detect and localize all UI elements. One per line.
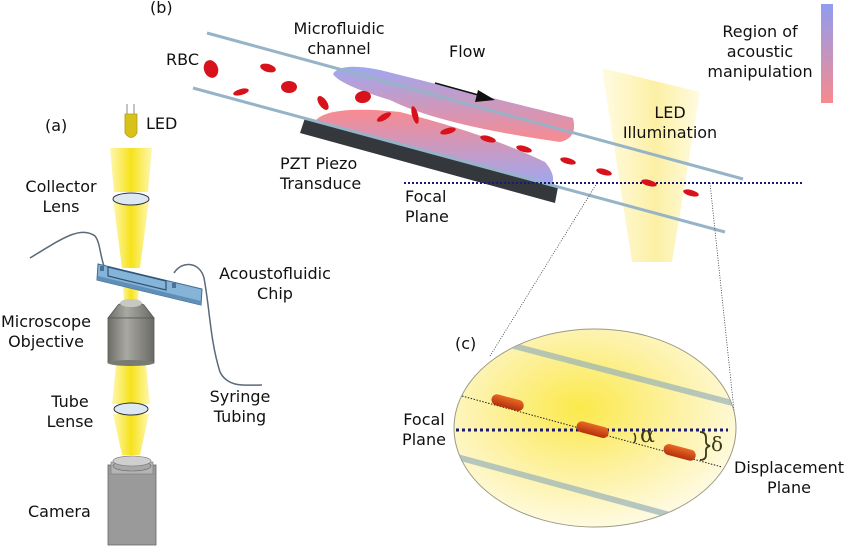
rbc-cell xyxy=(516,145,532,153)
rbc-cell xyxy=(641,179,657,187)
label-tube-lense: Tube Lense xyxy=(40,392,100,432)
label-focal-plane-c-line1: Focal xyxy=(403,410,445,429)
label-syringe-tubing-line1: Syringe xyxy=(209,387,271,406)
label-led-illumination-line1: LED xyxy=(654,103,686,122)
label-led-illumination: LED Illumination xyxy=(615,103,725,143)
label-syringe-tubing-line2: Tubing xyxy=(213,407,267,426)
label-focal-plane-b-line1: Focal xyxy=(405,187,447,206)
label-syringe-tubing: Syringe Tubing xyxy=(200,387,280,427)
collector-lens xyxy=(112,192,150,206)
label-focal-plane-c: Focal Plane xyxy=(396,410,452,450)
rbc-cell xyxy=(440,127,456,135)
acoustofluidic-chip xyxy=(96,263,203,306)
label-microfluidic-channel: Microfluidic channel xyxy=(284,19,394,59)
label-led-illumination-line2: Illumination xyxy=(622,123,718,142)
label-focal-plane-b: Focal Plane xyxy=(405,187,449,227)
pzt-transducer xyxy=(300,118,558,203)
beam-led-collector xyxy=(110,148,152,192)
panel-a xyxy=(29,104,263,546)
rbc-cell xyxy=(355,90,371,104)
label-displacement-plane-line2: Plane xyxy=(767,478,811,497)
label-acoustofluidic-chip: Acoustofluidic Chip xyxy=(210,264,340,304)
label-microfluidic-channel-line1: Microfluidic xyxy=(293,19,385,38)
rbc-cell xyxy=(260,63,276,73)
led-icon xyxy=(124,104,138,138)
channel-wall-top xyxy=(206,31,744,181)
rbc-cell xyxy=(560,157,576,165)
rbc-cell-side xyxy=(663,444,696,461)
tube-lens xyxy=(113,402,149,416)
alpha-arc xyxy=(633,432,637,444)
flow-arrow-icon xyxy=(434,82,495,102)
label-flow: Flow xyxy=(449,42,486,61)
label-alpha: α xyxy=(640,423,655,448)
panel-b xyxy=(192,4,833,421)
syringe-tubing xyxy=(173,263,263,386)
label-delta: δ xyxy=(711,432,724,456)
camera-icon xyxy=(107,455,157,546)
label-tube-lense-line2: Lense xyxy=(46,412,94,431)
channel-wall-bottom xyxy=(192,86,726,234)
label-pzt-line1: PZT Piezo xyxy=(280,154,358,173)
rbc-cell-side xyxy=(491,394,524,411)
label-focal-plane-c-line2: Plane xyxy=(402,430,446,449)
rbc-cell xyxy=(203,60,219,78)
delta-brace xyxy=(699,431,711,461)
label-microscope-objective: Microscope Objective xyxy=(0,312,94,352)
beam-tube-camera xyxy=(113,414,149,455)
legend-gradient-bar xyxy=(821,4,833,103)
rbc-cell xyxy=(233,88,249,96)
label-displacement-plane: Displacement Plane xyxy=(728,458,850,498)
legend-title-line1: Region of xyxy=(722,22,798,41)
tubing-left xyxy=(29,231,105,267)
legend-title-line2: acoustic xyxy=(726,42,794,61)
beam-objective-tube xyxy=(112,365,150,404)
label-acoustofluidic-chip-line1: Acoustofluidic xyxy=(219,264,331,283)
rbc-cell xyxy=(683,189,699,197)
rbc-cell xyxy=(596,168,612,176)
label-collector-lens: Collector Lens xyxy=(20,177,102,217)
panel-tag-b: (b) xyxy=(150,0,173,17)
panel-tag-a: (a) xyxy=(45,116,68,135)
beam-collector-chip xyxy=(113,200,149,268)
legend-title-line3: manipulation xyxy=(707,62,813,81)
rbc-cell-side xyxy=(576,421,609,438)
label-acoustofluidic-chip-line2: Chip xyxy=(257,284,293,303)
zoom-channel-wall-top xyxy=(509,342,736,408)
rbc-cell xyxy=(317,96,329,110)
led-illumination-cone xyxy=(602,68,700,262)
label-microscope-objective-line1: Microscope xyxy=(1,312,91,331)
label-microfluidic-channel-line2: channel xyxy=(307,39,371,58)
rbc-cell xyxy=(281,81,297,93)
label-pzt-line2: Transduce xyxy=(280,174,362,193)
acoustic-region-lower xyxy=(316,109,554,184)
label-collector-lens-line1: Collector xyxy=(25,177,97,196)
label-tube-lense-line1: Tube xyxy=(51,392,89,411)
rbc-cell xyxy=(411,106,419,124)
label-microscope-objective-line2: Objective xyxy=(8,332,84,351)
label-displacement-plane-line1: Displacement xyxy=(734,458,844,477)
label-focal-plane-b-line2: Plane xyxy=(405,207,449,226)
panel-tag-c: (c) xyxy=(455,334,477,353)
label-collector-lens-line2: Lens xyxy=(42,197,80,216)
label-camera: Camera xyxy=(28,502,91,521)
label-rbc: RBC xyxy=(166,50,199,69)
legend-title: Region of acoustic manipulation xyxy=(700,22,820,82)
microscope-objective xyxy=(107,299,155,366)
rbc-cell xyxy=(480,135,496,143)
label-pzt-transducer: PZT Piezo Transduce xyxy=(280,154,361,194)
rbc-cell xyxy=(376,112,392,122)
label-led: LED xyxy=(146,114,178,133)
panel-c xyxy=(453,328,737,528)
acoustic-region-upper xyxy=(333,66,575,142)
zoom-channel-wall-bottom xyxy=(454,452,671,518)
rbc-cells xyxy=(203,60,699,197)
